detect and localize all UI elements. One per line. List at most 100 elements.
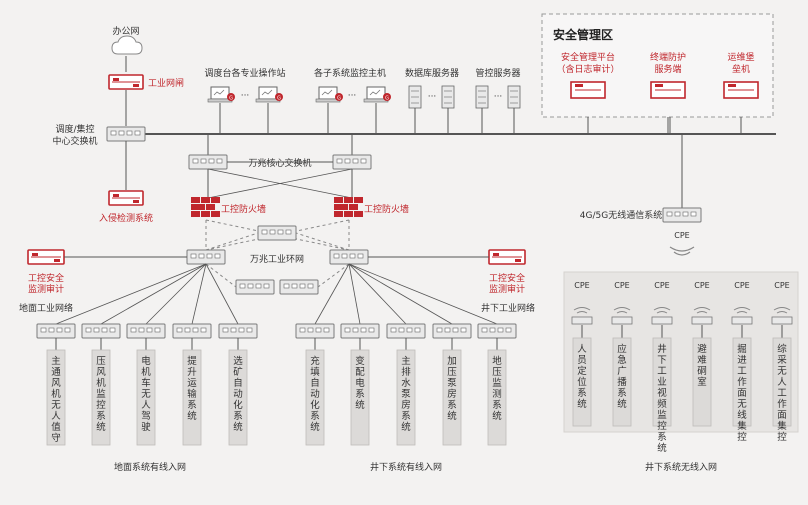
system-label: 井下工业视频监控系统 — [657, 343, 667, 454]
monitor-host-icon: G — [363, 86, 391, 103]
link-ring-br — [317, 263, 350, 288]
link-cross-2 — [207, 168, 353, 199]
cpe-device-icon — [651, 307, 673, 325]
wireless-system-label: 4G/5G无线通信系统 — [580, 209, 662, 221]
ring-net-label: 万兆工业环网 — [250, 254, 304, 265]
ground-system-box: 提升运输系统 — [182, 349, 202, 446]
g-badge-label: G — [229, 96, 233, 102]
underground-system-box: 加压泵房系统 — [442, 349, 462, 446]
system-label: 压风机监控系统 — [96, 356, 106, 433]
mgmt-servers-label: 管控服务器 — [475, 67, 520, 79]
ground-net-label: 地面工业网络 — [19, 302, 73, 314]
link-ring-tl — [205, 232, 259, 251]
system-label: 应急广播系统 — [617, 343, 627, 410]
system-label: 掘进工作面无线集控 — [737, 343, 747, 443]
ground-system-box: 压风机监控系统 — [91, 349, 111, 446]
intrusion-label: 入侵检测系统 — [99, 212, 153, 224]
workstations-label: 调度台各专业操作站 — [204, 67, 285, 79]
firewall-right-label: 工控防火墙 — [364, 203, 409, 215]
industrial-gate-device — [108, 74, 144, 90]
security-item-label: 服务端 — [654, 63, 681, 75]
link-under-3 — [348, 263, 453, 325]
workstations-ellipsis: ··· — [241, 91, 250, 101]
underground-system-box: 充填自动化系统 — [305, 349, 325, 446]
hosts-ellipsis: ··· — [348, 91, 357, 101]
wireless-system-box: 掘进工作面无线集控 — [732, 337, 752, 443]
db-ellipsis: ··· — [428, 92, 437, 102]
g-badge-icon — [383, 93, 391, 101]
system-label: 提升运输系统 — [187, 355, 197, 422]
ground-access-switch — [81, 323, 121, 339]
security-zone-box — [541, 13, 774, 118]
audit-right-label-1: 工控安全 — [489, 272, 525, 284]
core-switch-right — [332, 154, 372, 170]
db-server-icon — [441, 85, 455, 109]
office-net-label: 办公网 — [112, 25, 139, 37]
link-ground-1 — [100, 263, 207, 325]
link-under-2 — [348, 263, 407, 325]
cpe-label: CPE — [774, 281, 789, 290]
system-label: 避难硐室 — [697, 343, 707, 388]
cpe-label: CPE — [654, 281, 669, 290]
underground-net-label: 井下工业网络 — [481, 302, 535, 314]
firewall-left-icon — [191, 197, 220, 217]
wireless-panel — [563, 271, 799, 433]
cpe-device-icon — [691, 307, 713, 325]
ground-access-switch — [218, 323, 258, 339]
wireless-switch — [662, 207, 702, 223]
link-ground-2 — [145, 263, 207, 325]
monitor-hosts-label: 各子系统监控主机 — [314, 67, 386, 79]
g-badge-label: G — [385, 96, 389, 102]
cpe-main-label: CPE — [674, 231, 689, 240]
ground-access-switch — [36, 323, 76, 339]
wifi-icon — [669, 246, 695, 252]
security-item-label: （含日志审计） — [556, 63, 619, 75]
cpe-device-icon — [771, 307, 793, 325]
cpe-device-icon — [571, 307, 593, 325]
ground-access-switch — [172, 323, 212, 339]
ground-system-box: 主通风机无人值守 — [46, 349, 66, 446]
workstation-icon: G — [255, 86, 283, 103]
security-item-label: 终端防护 — [650, 51, 686, 63]
link-ground-4 — [205, 263, 239, 325]
monitor-host-icon: G — [315, 86, 343, 103]
db-servers-label: 数据库服务器 — [405, 67, 459, 79]
cpe-label: CPE — [614, 281, 629, 290]
cpe-label: CPE — [734, 281, 749, 290]
audit-left-device — [27, 249, 65, 265]
link-under-0 — [314, 263, 350, 325]
dispatch-switch — [106, 126, 146, 142]
underground-system-box: 变配电系统 — [350, 349, 370, 446]
ring-switch-top — [257, 225, 297, 241]
footer-wireless: 井下系统无线入网 — [645, 461, 717, 473]
link-ground-3 — [191, 263, 207, 325]
ground-system-box: 选矿自动化系统 — [228, 349, 248, 446]
mgmt-server-icon — [475, 85, 489, 109]
g-badge-icon — [227, 93, 235, 101]
link-ground-0 — [55, 263, 207, 325]
cpe-label: CPE — [574, 281, 589, 290]
g-badge-label: G — [277, 96, 281, 102]
firewall-left-label: 工控防火墙 — [221, 203, 266, 215]
system-label: 选矿自动化系统 — [233, 355, 243, 433]
dispatch-label-1: 调度/集控 — [55, 123, 94, 135]
dispatch-label-2: 中心交换机 — [52, 135, 97, 147]
workstation-icon: G — [207, 86, 235, 103]
wireless-system-box: 应急广播系统 — [612, 337, 632, 427]
ring-switch-right — [329, 249, 369, 265]
cpe-label: CPE — [694, 281, 709, 290]
security-item-label: 垒机 — [732, 63, 750, 75]
system-label: 人员定位系统 — [577, 344, 587, 410]
wireless-system-box: 人员定位系统 — [572, 337, 592, 427]
ring-switch-bottom-2 — [279, 279, 319, 295]
system-label: 综采无人工作面集控 — [777, 343, 787, 443]
system-label: 地压监测系统 — [492, 355, 502, 422]
system-label: 主通风机无人值守 — [51, 355, 61, 444]
link-ring-tr — [295, 232, 350, 251]
footer-ground: 地面系统有线入网 — [114, 461, 186, 473]
security-zone-title: 安全管理区 — [553, 27, 613, 42]
security-item-label: 运维堡 — [727, 51, 754, 63]
underground-access-switch — [386, 323, 426, 339]
